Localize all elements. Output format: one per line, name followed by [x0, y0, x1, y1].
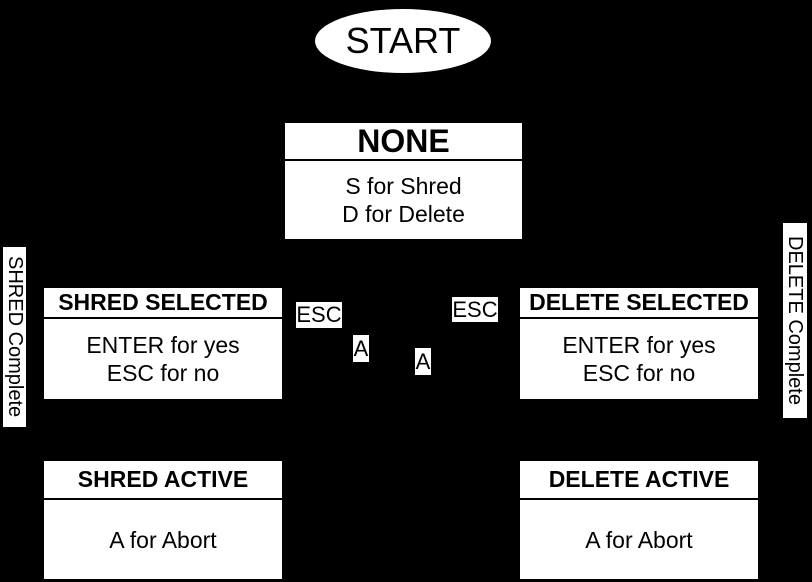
state-node-line: ENTER for yes	[562, 332, 716, 358]
state-node-none: NONE S for Shred D for Delete	[285, 123, 522, 239]
state-node-line: A for Abort	[585, 526, 693, 553]
state-node-title: SHRED SELECTED	[44, 288, 282, 319]
state-node-line: S for Shred	[345, 173, 462, 199]
edge-label-a-right: A	[415, 348, 431, 375]
state-node-title: DELETE ACTIVE	[520, 461, 758, 500]
side-label-shred-complete: SHRED Complete	[3, 247, 26, 427]
state-node-line: D for Delete	[342, 201, 465, 227]
state-node-body: ENTER for yes ESC for no	[44, 319, 282, 399]
state-node-body: S for Shred D for Delete	[285, 161, 522, 239]
state-node-shred-active: SHRED ACTIVE A for Abort	[44, 461, 282, 579]
state-node-line: ESC for no	[582, 360, 696, 386]
start-node-label: START	[345, 20, 461, 61]
state-node-shred-selected: SHRED SELECTED ENTER for yes ESC for no	[44, 288, 282, 399]
state-node-title: NONE	[285, 123, 522, 161]
state-node-delete-active: DELETE ACTIVE A for Abort	[520, 461, 758, 579]
state-node-title: DELETE SELECTED	[520, 288, 758, 319]
state-node-title: SHRED ACTIVE	[44, 461, 282, 500]
state-node-body: A for Abort	[44, 500, 282, 579]
state-node-body: ENTER for yes ESC for no	[520, 319, 758, 399]
state-node-line: ESC for no	[106, 360, 220, 386]
edge-label-esc-right: ESC	[452, 296, 498, 322]
state-node-line: A for Abort	[109, 526, 217, 553]
start-node: START	[315, 9, 491, 73]
side-label-delete-complete: DELETE Complete	[783, 223, 807, 418]
state-node-delete-selected: DELETE SELECTED ENTER for yes ESC for no	[520, 288, 758, 399]
state-node-body: A for Abort	[520, 500, 758, 579]
edge-label-a-left: A	[353, 335, 369, 362]
edge-label-esc-left: ESC	[296, 302, 342, 328]
state-node-line: ENTER for yes	[86, 332, 240, 358]
